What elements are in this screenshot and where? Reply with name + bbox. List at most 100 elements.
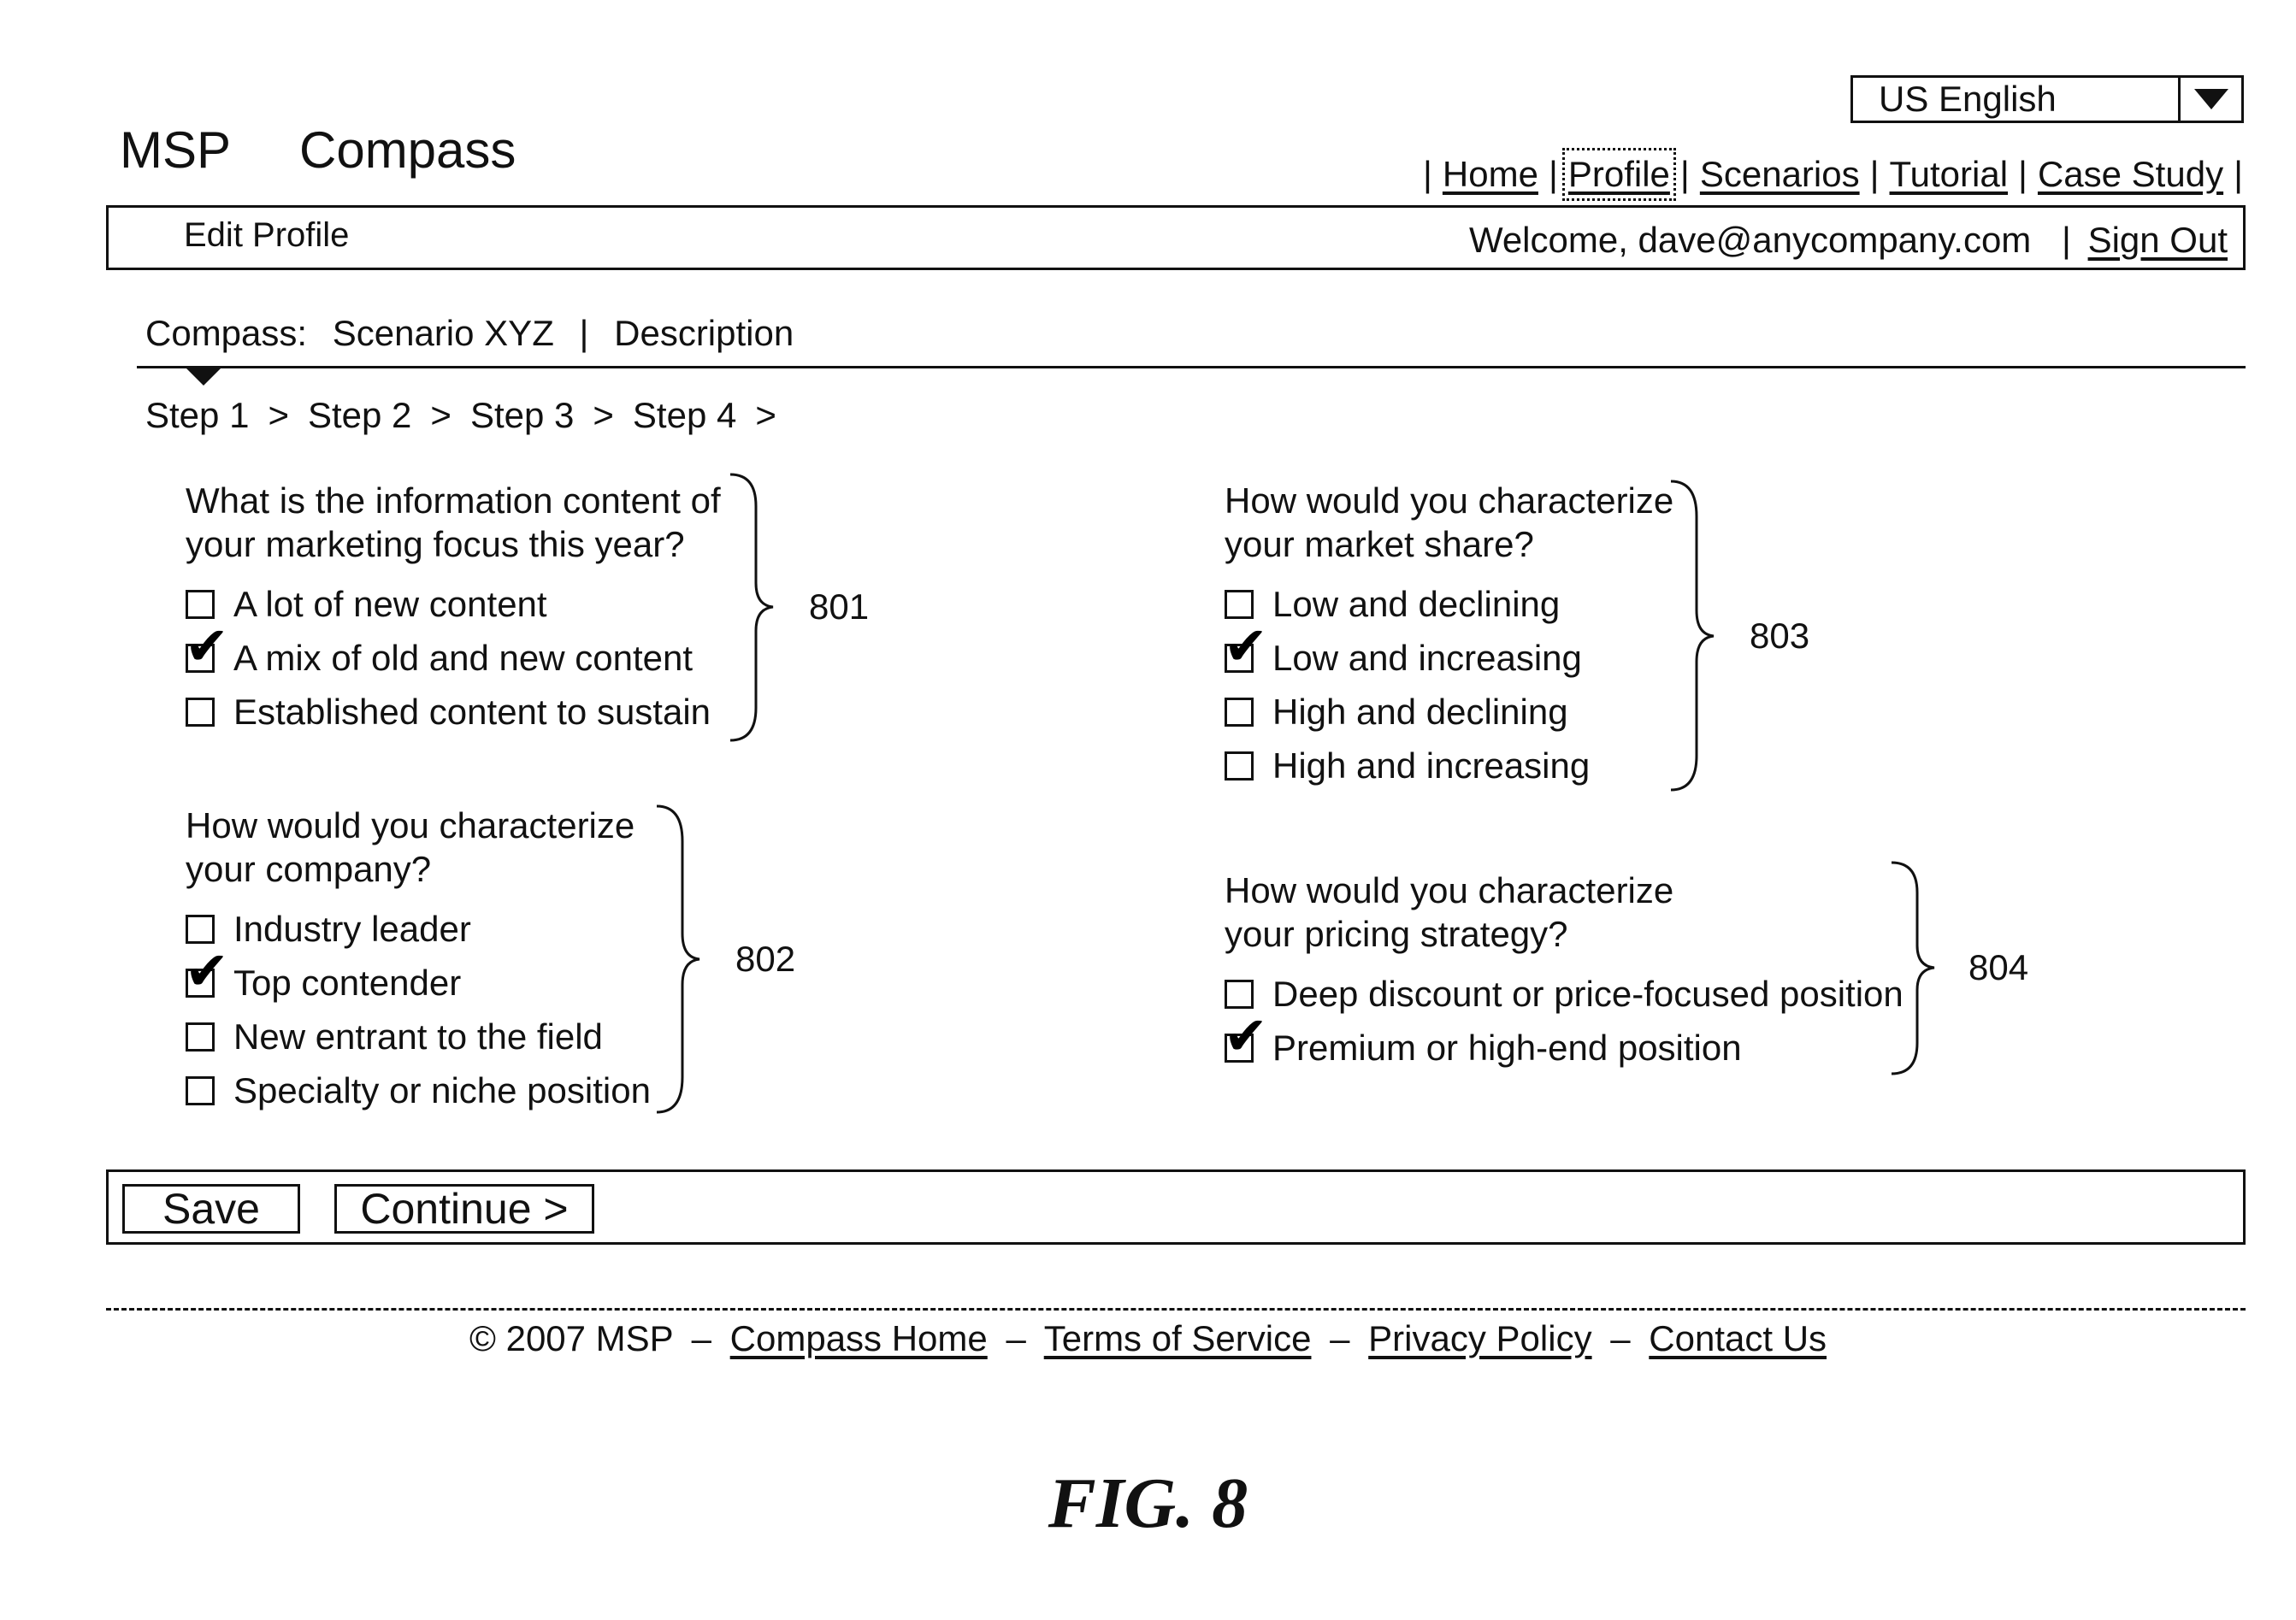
tab-pointer-icon — [186, 368, 221, 386]
checkbox[interactable]: ✔ — [1225, 644, 1254, 673]
checkmark-icon: ✔ — [1224, 621, 1268, 674]
checkbox[interactable] — [186, 1022, 215, 1052]
action-bar: Save Continue > — [106, 1169, 2246, 1245]
option-low-and-declining[interactable]: Low and declining — [1225, 584, 1560, 625]
footer-terms-link[interactable]: Terms of Service — [1044, 1318, 1312, 1358]
question-text: How would you characterize — [1225, 479, 1673, 522]
nav-home-link[interactable]: Home — [1443, 154, 1538, 195]
nav-scenarios-link[interactable]: Scenarios — [1700, 154, 1860, 195]
top-nav: | Home | Profile | Scenarios | Tutorial … — [1402, 154, 2243, 195]
nav-profile-link[interactable]: Profile — [1568, 154, 1670, 195]
nav-separator: | — [1680, 154, 1690, 195]
step-1-link[interactable]: Step 1 — [145, 395, 249, 435]
checkbox[interactable]: ✔ — [186, 969, 215, 998]
option-low-and-increasing[interactable]: ✔ Low and increasing — [1225, 638, 1582, 679]
footer-divider — [106, 1308, 2246, 1311]
question-802: How would you characterize your company? — [186, 804, 634, 891]
option-established-content[interactable]: Established content to sustain — [186, 692, 711, 733]
option-label: Specialty or niche position — [233, 1070, 651, 1111]
brace-802 — [653, 804, 705, 1116]
checkbox[interactable] — [186, 590, 215, 619]
nav-separator: | — [2234, 154, 2243, 195]
step-nav: Step 1>Step 2>Step 3>Step 4> — [145, 395, 795, 436]
question-801: What is the information content of your … — [186, 479, 721, 566]
breadcrumb-scenario[interactable]: Scenario XYZ — [333, 313, 554, 353]
option-high-and-declining[interactable]: High and declining — [1225, 692, 1568, 733]
breadcrumb-description[interactable]: Description — [614, 313, 794, 353]
step-arrow: > — [755, 395, 776, 435]
option-label: A lot of new content — [233, 584, 547, 625]
footer: © 2007 MSP – Compass Home – Terms of Ser… — [0, 1318, 2296, 1359]
continue-button[interactable]: Continue > — [334, 1184, 594, 1234]
option-label: High and declining — [1272, 692, 1568, 733]
footer-compass-home-link[interactable]: Compass Home — [730, 1318, 988, 1358]
step-3-link[interactable]: Step 3 — [470, 395, 574, 435]
nav-tutorial-link[interactable]: Tutorial — [1890, 154, 2009, 195]
ref-label-803: 803 — [1750, 616, 1809, 657]
option-a-lot-of-new-content[interactable]: A lot of new content — [186, 584, 547, 625]
checkbox[interactable] — [1225, 590, 1254, 619]
save-button[interactable]: Save — [122, 1184, 300, 1234]
option-label: A mix of old and new content — [233, 638, 693, 679]
question-text: How would you characterize — [1225, 869, 1673, 912]
option-label: Premium or high-end position — [1272, 1028, 1742, 1069]
option-mix-old-and-new[interactable]: ✔ A mix of old and new content — [186, 638, 693, 679]
question-text: How would you characterize — [186, 804, 634, 847]
footer-dash: – — [1330, 1318, 1349, 1358]
nav-separator: | — [1549, 154, 1558, 195]
step-2-link[interactable]: Step 2 — [308, 395, 411, 435]
ref-label-801: 801 — [809, 586, 869, 627]
checkbox[interactable] — [1225, 980, 1254, 1009]
ref-label-802: 802 — [735, 939, 795, 980]
option-label: New entrant to the field — [233, 1016, 603, 1057]
breadcrumb: Compass: Scenario XYZ | Description — [145, 313, 794, 354]
question-804: How would you characterize your pricing … — [1225, 869, 1673, 956]
option-deep-discount[interactable]: Deep discount or price-focused position — [1225, 974, 1903, 1015]
option-specialty-niche[interactable]: Specialty or niche position — [186, 1070, 651, 1111]
brace-804 — [1888, 860, 1939, 1077]
question-text: What is the information content of — [186, 479, 721, 522]
sign-out-link[interactable]: Sign Out — [2088, 220, 2228, 260]
checkbox[interactable] — [1225, 751, 1254, 781]
question-text: your market share? — [1225, 522, 1673, 566]
chevron-down-icon[interactable] — [2178, 78, 2241, 121]
option-label: Top contender — [233, 963, 461, 1004]
checkbox[interactable] — [186, 1076, 215, 1105]
user-area: Welcome, dave@anycompany.com | Sign Out — [1469, 220, 2228, 261]
header-bar: Edit Profile Welcome, dave@anycompany.co… — [106, 205, 2246, 270]
nav-case-study-link[interactable]: Case Study — [2038, 154, 2223, 195]
header-separator: | — [2062, 220, 2071, 260]
breadcrumb-divider — [137, 366, 2246, 368]
question-text: your company? — [186, 847, 634, 891]
nav-separator: | — [1423, 154, 1432, 195]
brace-801 — [727, 472, 778, 744]
option-label: High and increasing — [1272, 745, 1590, 786]
copyright-text: © 2007 MSP — [469, 1318, 673, 1358]
footer-contact-link[interactable]: Contact Us — [1649, 1318, 1827, 1358]
option-premium-high-end[interactable]: ✔ Premium or high-end position — [1225, 1028, 1742, 1069]
step-arrow: > — [593, 395, 614, 435]
checkbox[interactable] — [186, 698, 215, 727]
step-4-link[interactable]: Step 4 — [633, 395, 736, 435]
checkbox[interactable] — [1225, 698, 1254, 727]
option-top-contender[interactable]: ✔ Top contender — [186, 963, 461, 1004]
nav-separator: | — [2018, 154, 2027, 195]
option-high-and-increasing[interactable]: High and increasing — [1225, 745, 1590, 786]
ref-label-804: 804 — [1968, 947, 2028, 988]
language-select[interactable]: US English — [1850, 75, 2244, 123]
footer-dash: – — [692, 1318, 711, 1358]
footer-dash: – — [1610, 1318, 1630, 1358]
checkmark-icon: ✔ — [185, 945, 229, 999]
option-label: Low and increasing — [1272, 638, 1582, 679]
footer-privacy-link[interactable]: Privacy Policy — [1368, 1318, 1591, 1358]
option-label: Deep discount or price-focused position — [1272, 974, 1903, 1015]
breadcrumb-separator: | — [580, 313, 589, 353]
checkbox[interactable]: ✔ — [1225, 1034, 1254, 1063]
checkbox[interactable] — [186, 915, 215, 944]
checkmark-icon: ✔ — [185, 621, 229, 674]
checkmark-icon: ✔ — [1224, 1010, 1268, 1063]
option-new-entrant[interactable]: New entrant to the field — [186, 1016, 603, 1057]
question-803: How would you characterize your market s… — [1225, 479, 1673, 566]
checkbox[interactable]: ✔ — [186, 644, 215, 673]
option-label: Established content to sustain — [233, 692, 711, 733]
